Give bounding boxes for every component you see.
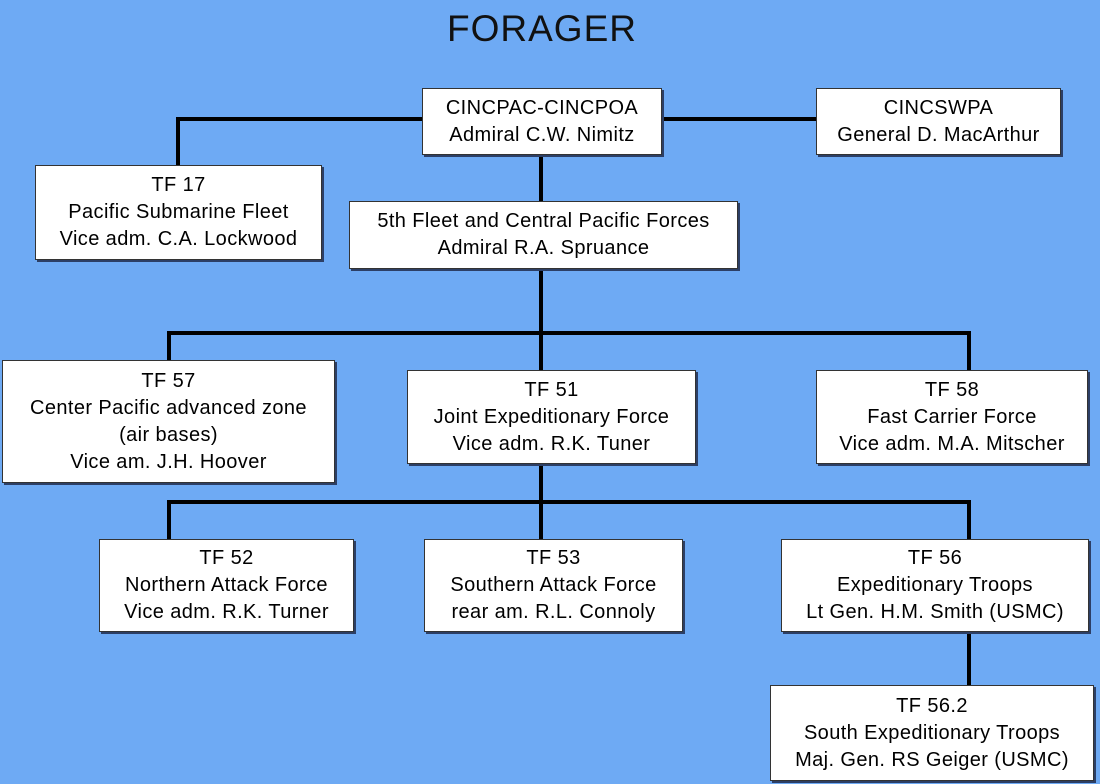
node-tf57-line-3: (air bases) [119,423,218,446]
node-cincswpa-line-1: CINCSWPA [883,96,994,119]
node-tf58-line-1: TF 58 [924,378,980,401]
chart-title: FORAGER [447,8,637,49]
connector-level4-bus [167,500,971,539]
node-tf56-line-1: TF 56 [907,547,963,569]
node-tf53-line-2: Southern Attack Force [450,574,657,596]
node-tf57-line-2: Center Pacific advanced zone [30,396,307,419]
node-5th-fleet-line-1: 5th Fleet and Central Pacific Forces [377,210,710,232]
connector-level3-bus [167,331,971,370]
node-tf56-2-line-1: TF 56.2 [896,694,968,717]
node-tf17-line-1: TF 17 [151,174,206,196]
node-cincpac-line-1: CINCPAC-CINCPOA [445,96,639,119]
connector-nimitz-tf17 [176,117,422,165]
node-cincpac-line-2: Admiral C.W. Nimitz [449,123,635,146]
node-tf52-line-1: TF 52 [199,547,254,569]
node-tf51-line-3: Vice adm. R.K. Tuner [452,432,651,455]
node-tf51-line-1: TF 51 [524,378,579,401]
node-tf17-line-3: Vice adm. C.A. Lockwood [59,228,298,250]
node-tf57: TF 57 Center Pacific advanced zone (air … [2,360,335,483]
node-tf58-line-3: Vice adm. M.A. Mitscher [839,432,1065,455]
node-tf56-line-3: Lt Gen. H.M. Smith (USMC) [806,601,1064,623]
node-tf57-line-1: TF 57 [141,369,196,392]
node-tf56: TF 56 Expeditionary Troops Lt Gen. H.M. … [781,539,1089,632]
node-tf57-line-4: Vice am. J.H. Hoover [70,450,267,473]
node-tf17: TF 17 Pacific Submarine Fleet Vice adm. … [35,165,322,260]
node-cincpac: CINCPAC-CINCPOA Admiral C.W. Nimitz [422,88,662,155]
node-tf56-2-line-3: Maj. Gen. RS Geiger (USMC) [795,748,1069,771]
node-tf17-line-2: Pacific Submarine Fleet [68,201,289,223]
node-tf58-line-2: Fast Carrier Force [867,405,1037,428]
node-tf56-2: TF 56.2 South Expeditionary Troops Maj. … [770,685,1094,781]
node-tf56-2-line-2: South Expeditionary Troops [803,721,1061,744]
node-tf53: TF 53 Southern Attack Force rear am. R.L… [424,539,683,632]
node-tf53-line-1: TF 53 [526,547,581,569]
node-cincswpa: CINCSWPA General D. MacArthur [816,88,1061,155]
node-5th-fleet-line-2: Admiral R.A. Spruance [437,237,650,259]
node-tf58: TF 58 Fast Carrier Force Vice adm. M.A. … [816,370,1088,464]
node-tf51-line-2: Joint Expeditionary Force [433,405,670,428]
node-cincswpa-line-2: General D. MacArthur [837,123,1040,146]
node-tf52-line-2: Northern Attack Force [125,574,328,596]
node-tf52: TF 52 Northern Attack Force Vice adm. R.… [99,539,354,632]
node-tf51: TF 51 Joint Expeditionary Force Vice adm… [407,370,696,464]
node-tf56-line-2: Expeditionary Troops [837,574,1033,596]
node-tf53-line-3: rear am. R.L. Connoly [451,601,656,623]
node-tf52-line-3: Vice adm. R.K. Turner [124,601,329,623]
node-5th-fleet: 5th Fleet and Central Pacific Forces Adm… [349,201,738,269]
